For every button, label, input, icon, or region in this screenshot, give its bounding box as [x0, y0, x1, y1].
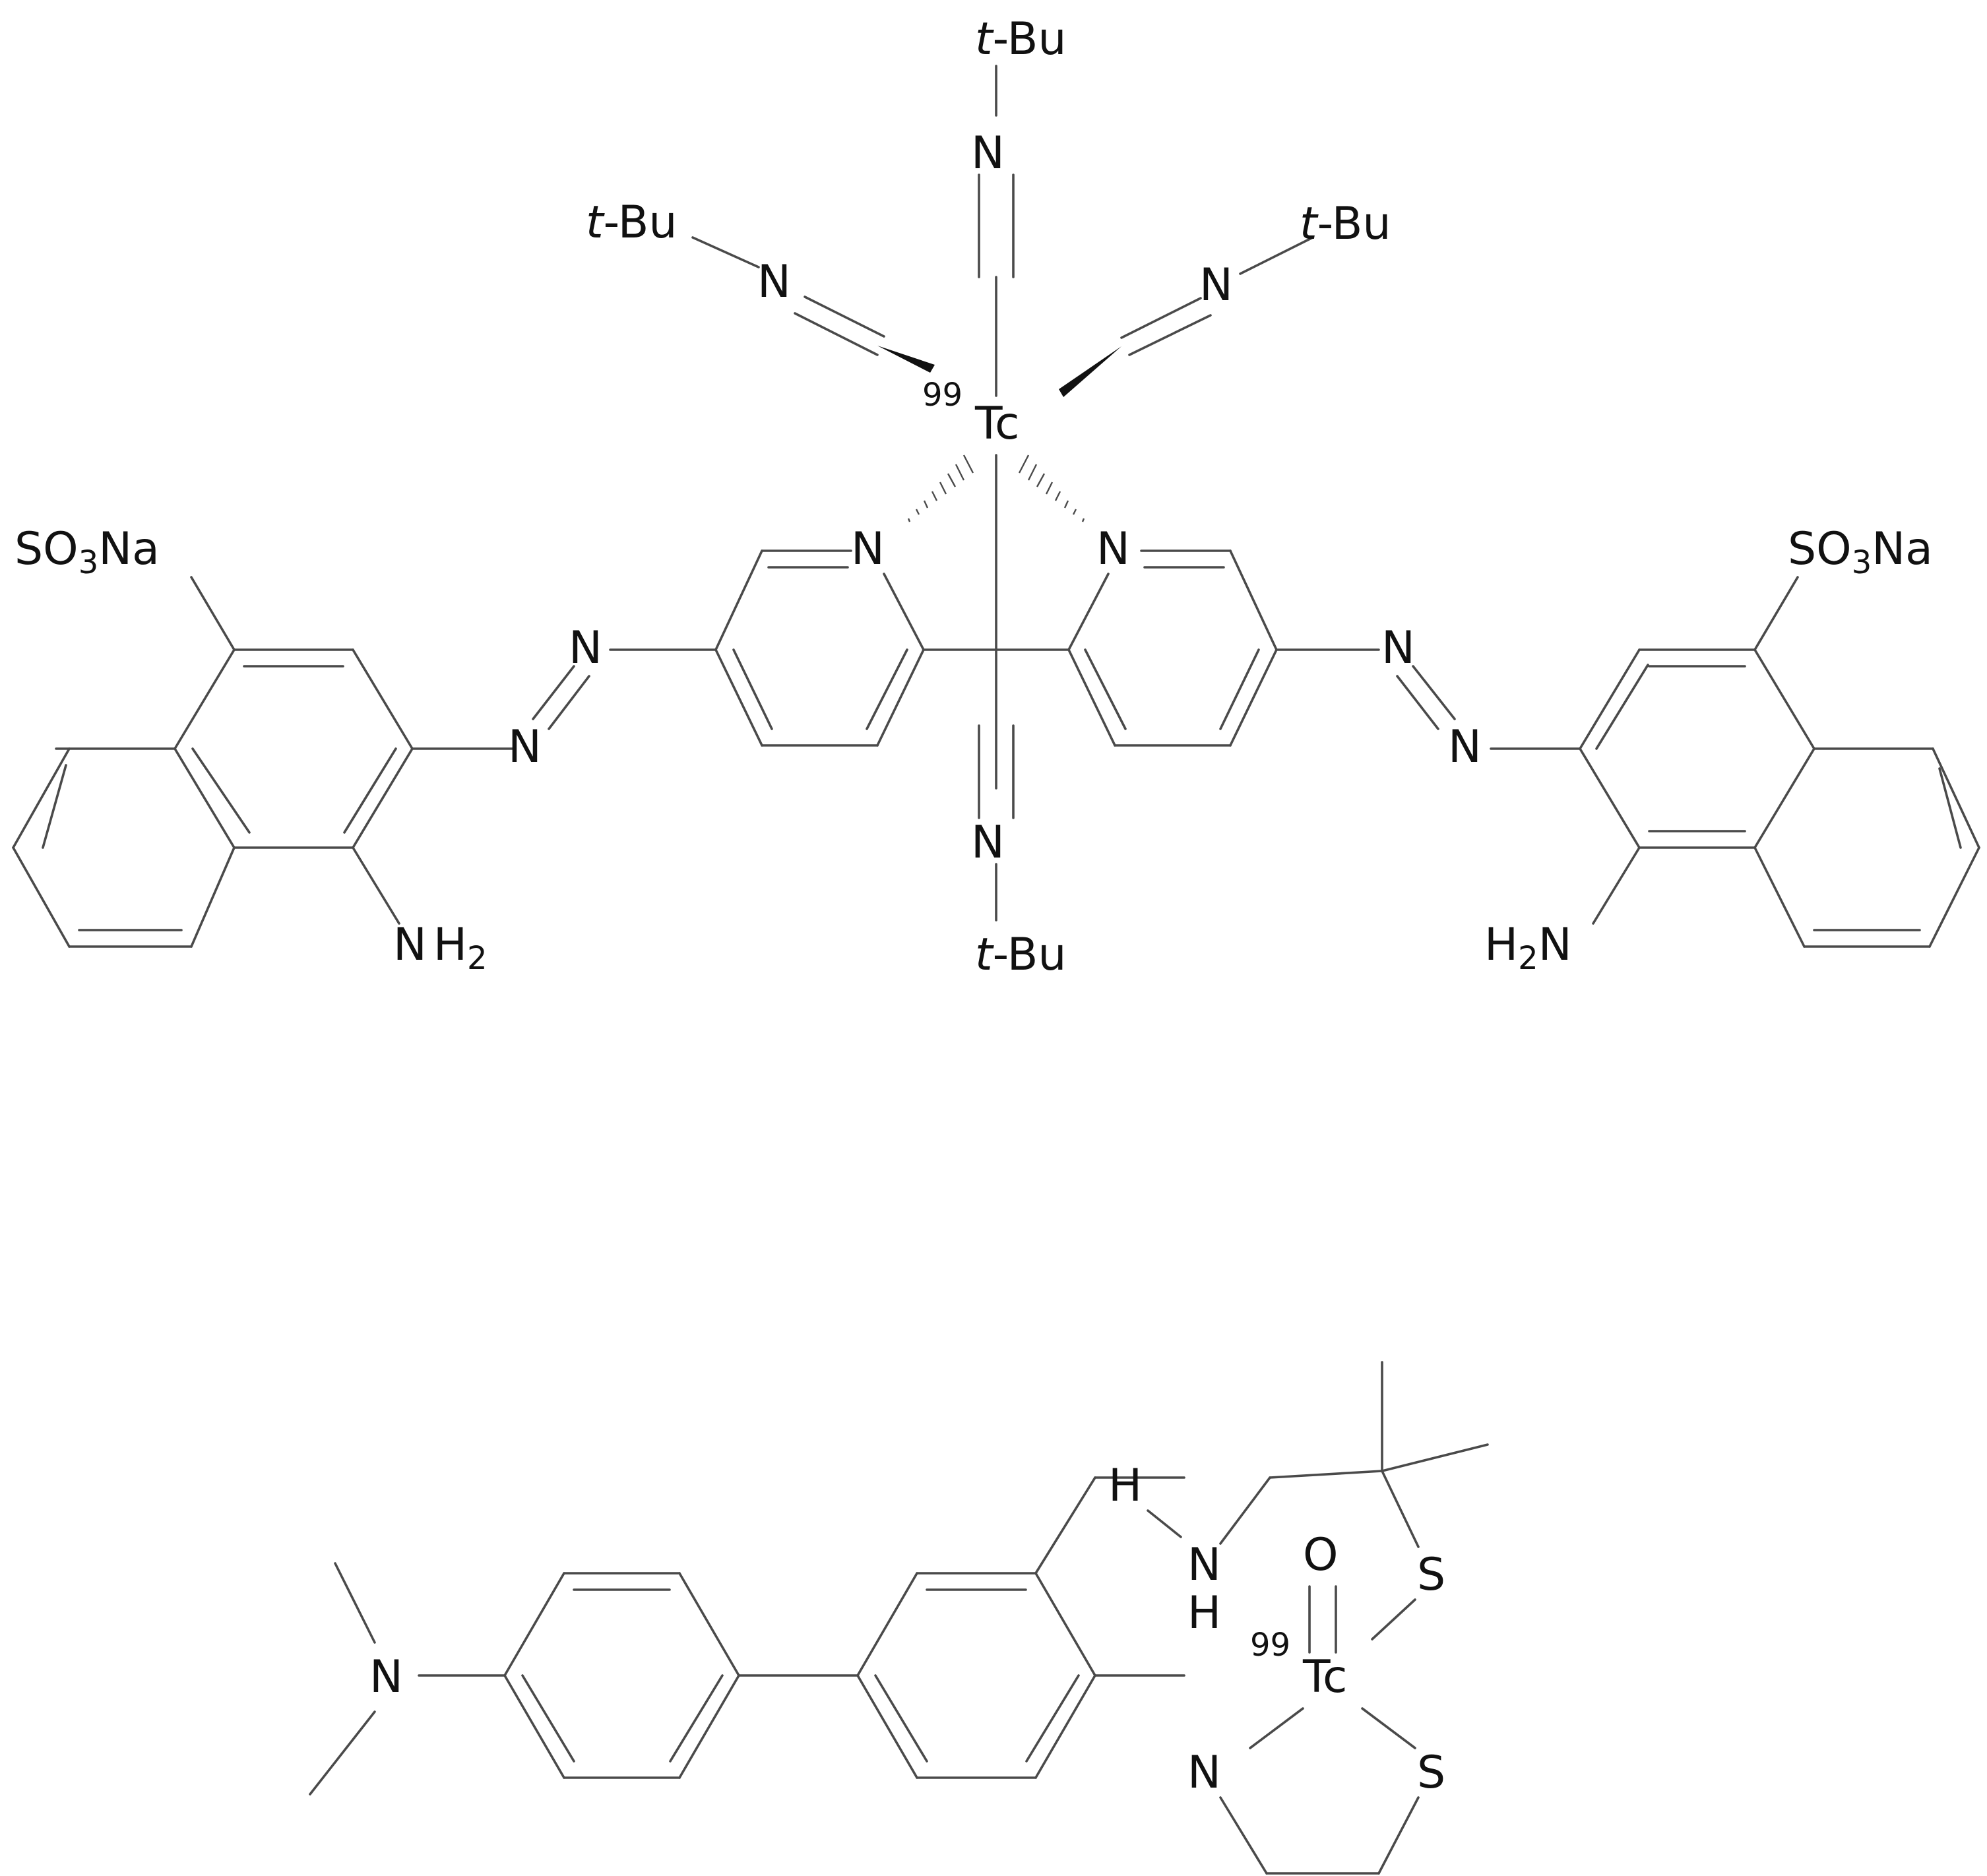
hashed-bonds-tc-n — [907, 454, 1085, 522]
n-bottom: N — [971, 817, 1005, 869]
tc-atom-bottom: Tc — [1302, 1651, 1347, 1703]
h-on-n-top: H — [1108, 1460, 1142, 1512]
n-azo-left-lower: N — [508, 721, 542, 773]
n-dimethylamino: N — [369, 1651, 403, 1703]
bond-triple-ul-b — [794, 312, 879, 356]
tc-center-top: 99 Tc — [922, 377, 1019, 450]
n-amine: N — [1187, 1539, 1221, 1591]
phenyl-ring-1 — [503, 1572, 740, 1779]
bond-triple-ur-b — [1128, 314, 1212, 356]
azo-right: N N — [1275, 622, 1581, 773]
isocyanide-upper-right: N t-Bu — [1059, 198, 1391, 397]
secondary-amine: H N H — [1108, 1460, 1271, 1639]
dimethylamino-group: N — [309, 1562, 506, 1796]
n-azo-right-upper: N — [1381, 622, 1415, 674]
pyridine-ring-left: N — [714, 523, 925, 747]
isocyanide-top: N t-Bu — [971, 13, 1067, 278]
bond-tbu-n-upper-right — [1239, 236, 1314, 275]
n-pyridine-right: N — [1096, 523, 1130, 575]
n-upper-left: N — [757, 256, 791, 308]
s-lower: S — [1417, 1747, 1445, 1799]
wedge-tc-ul — [877, 346, 935, 373]
tc-oxo-biphenyl-complex: N — [309, 1361, 1489, 1875]
n-azo-left-upper: N — [569, 622, 602, 674]
o-oxo: O — [1303, 1529, 1339, 1581]
tbu-top: t-Bu — [975, 13, 1067, 65]
tc-atom-top: Tc — [974, 398, 1019, 450]
tc-oxo-center: O 99 Tc — [1250, 1529, 1347, 1703]
isocyanide-bottom: N t-Bu — [971, 724, 1067, 981]
bond-triple-ur-a — [1120, 297, 1202, 339]
pyridine-ring-right: N — [1067, 523, 1278, 747]
tbu-bottom: t-Bu — [975, 929, 1067, 981]
tbu-upper-left: t-Bu — [586, 197, 678, 249]
h2n-right: H2N — [1484, 919, 1572, 977]
n-upper-right: N — [1199, 259, 1233, 311]
bond-triple-ul-a — [804, 296, 885, 338]
isotope-99-top: 99 — [922, 377, 962, 414]
n-top: N — [971, 127, 1005, 179]
azo-left: N N — [411, 622, 717, 773]
tc-isocyanide-bipyridine-complex: N t-Bu N t-Bu N t-Bu 99 Tc — [12, 13, 1980, 981]
phenyl-ring-2 — [856, 1572, 1096, 1779]
so3na-right: SO3Na — [1788, 523, 1933, 581]
naphthalene-right: SO3Na H2N — [1484, 523, 1980, 977]
n-azo-right-lower: N — [1448, 721, 1482, 773]
isotope-99-bottom: 99 — [1250, 1627, 1290, 1664]
tbu-upper-right: t-Bu — [1300, 198, 1391, 250]
s-upper: S — [1417, 1549, 1445, 1601]
n-pyridine-left: N — [851, 523, 885, 575]
h-on-n-bottom: H — [1187, 1587, 1221, 1639]
bond-tbu-n-upper-left — [691, 236, 760, 268]
isocyanide-upper-left: N t-Bu — [586, 197, 935, 373]
n-anilide: N — [1187, 1747, 1221, 1799]
so3na-left: SO3Na — [15, 523, 160, 581]
wedge-tc-ur — [1059, 346, 1121, 397]
